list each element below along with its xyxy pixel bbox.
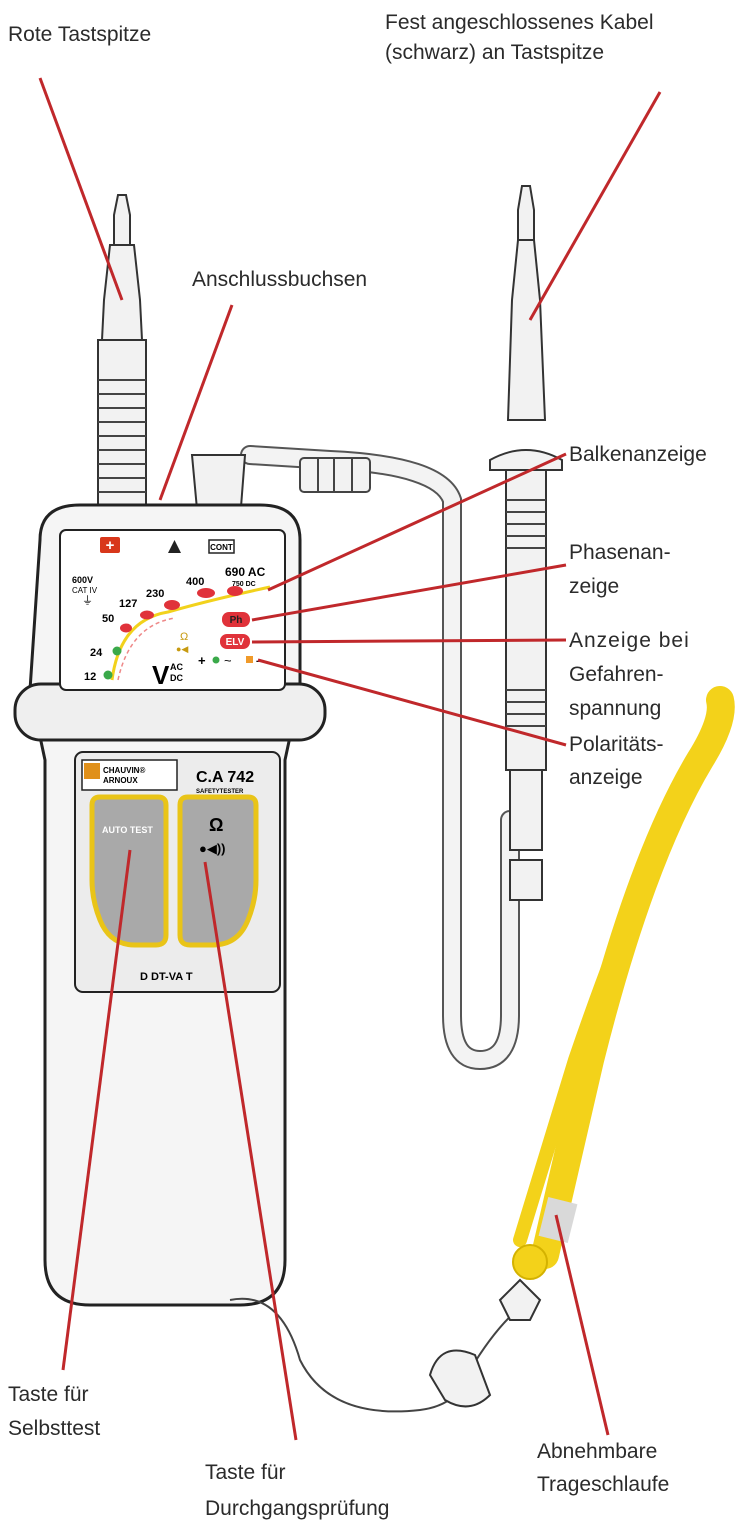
standard-label: D DT-VA T bbox=[140, 971, 193, 983]
leader-phase bbox=[251, 563, 567, 622]
auto-test-button[interactable] bbox=[89, 794, 169, 948]
buzzer-icon: ●◀)) bbox=[199, 841, 226, 856]
label-cable-line-1: Fest angeschlossenes Kabel bbox=[385, 11, 654, 34]
cont-label: CONT bbox=[210, 543, 233, 552]
v-symbol: V bbox=[152, 660, 170, 690]
label-strap-line-2: Trageschlaufe bbox=[537, 1473, 670, 1496]
led-690v bbox=[227, 586, 243, 596]
label-continuity-line-1: Taste für bbox=[205, 1461, 286, 1484]
label-polarity-line-1: Polaritäts- bbox=[569, 733, 664, 756]
voltage-label-24: 24 bbox=[90, 647, 103, 659]
voltage-label-127: 127 bbox=[119, 598, 137, 610]
brand-line-2: ARNOUX bbox=[103, 776, 138, 785]
leader-cable bbox=[528, 91, 662, 321]
red-probe-tip bbox=[97, 194, 147, 521]
ohm-icon: Ω bbox=[209, 815, 223, 835]
voltage-label-50: 50 bbox=[102, 613, 114, 625]
voltage-label-400: 400 bbox=[186, 576, 204, 588]
lanyard-cord bbox=[229, 1297, 471, 1413]
strap-bead bbox=[512, 1244, 548, 1280]
polarity-ac-icon: ~ bbox=[224, 653, 232, 668]
label-polarity-line-2: anzeige bbox=[569, 766, 643, 789]
label-continuity-line-2: Durchgangsprüfung bbox=[205, 1497, 390, 1520]
led-polarity-plus bbox=[212, 656, 220, 664]
led-12v bbox=[103, 670, 113, 680]
plus-icon bbox=[100, 537, 120, 553]
led-polarity-minus bbox=[246, 656, 253, 663]
label-red-probe: Rote Tastspitze bbox=[8, 23, 152, 46]
polarity-plus-icon: + bbox=[198, 653, 206, 668]
label-cable-line-2: (schwarz) an Tastspitze bbox=[385, 41, 605, 64]
label-sockets: Anschlussbuchsen bbox=[192, 268, 368, 291]
dc-label: DC bbox=[170, 673, 183, 683]
label-danger-line-2: Gefahren- bbox=[569, 663, 664, 686]
rating-voltage: 600V bbox=[72, 575, 93, 585]
model-name: C.A 742 bbox=[196, 769, 254, 786]
lanyard-clip bbox=[428, 1349, 492, 1408]
rating-category: CAT IV bbox=[72, 586, 98, 595]
svg-text:●◀: ●◀ bbox=[176, 644, 188, 654]
ac-label: AC bbox=[170, 662, 183, 672]
brand-line-1: CHAUVIN® bbox=[103, 766, 145, 775]
elv-label: ELV bbox=[226, 637, 245, 648]
elv-led bbox=[220, 634, 250, 649]
model-subtitle: SAFETYTESTER bbox=[196, 789, 244, 795]
cable-connector bbox=[299, 457, 371, 493]
label-danger-line-3: spannung bbox=[569, 697, 662, 720]
continuity-mini-icon: Ω bbox=[180, 631, 188, 643]
led-230v bbox=[164, 600, 180, 610]
voltage-label-750dc: 750 DC bbox=[232, 581, 256, 588]
leader-lines bbox=[38, 77, 662, 1441]
voltage-label-230: 230 bbox=[146, 588, 164, 600]
phase-led bbox=[222, 612, 250, 627]
led-24v bbox=[112, 646, 122, 656]
leader-continuity bbox=[203, 861, 298, 1441]
label-strap-line-1: Abnehmbare bbox=[537, 1440, 658, 1463]
leader-bar-display bbox=[267, 452, 567, 592]
ground-icon: ⏚ bbox=[82, 594, 93, 607]
led-127v bbox=[140, 610, 154, 620]
label-bar-display: Balkenanzeige bbox=[569, 443, 707, 466]
phase-label: Ph bbox=[230, 615, 243, 626]
auto-test-label: AUTO TEST bbox=[102, 825, 153, 835]
svg-text:+: + bbox=[106, 537, 115, 554]
led-50v bbox=[120, 623, 132, 633]
label-phase-line-2: zeige bbox=[569, 575, 620, 598]
leader-polarity bbox=[257, 658, 567, 747]
leader-danger bbox=[251, 638, 567, 644]
led-400v bbox=[197, 588, 215, 598]
voltage-label-12: 12 bbox=[84, 671, 96, 683]
continuity-button[interactable] bbox=[177, 794, 259, 948]
label-phase-line-1: Phasenan- bbox=[569, 541, 671, 564]
leader-strap bbox=[554, 1214, 610, 1436]
label-danger-line-1: Anzeige bei bbox=[569, 629, 690, 652]
leader-selftest bbox=[61, 849, 132, 1371]
lanyard-buckle bbox=[498, 1278, 542, 1321]
black-probe bbox=[489, 185, 563, 901]
label-selftest-line-2: Selbsttest bbox=[8, 1417, 101, 1440]
warning-icon bbox=[168, 540, 181, 553]
leader-sockets bbox=[158, 304, 234, 501]
label-selftest-line-1: Taste für bbox=[8, 1383, 89, 1406]
leader-red-probe bbox=[38, 77, 124, 301]
voltage-label-690ac: 690 AC bbox=[225, 565, 266, 579]
grip-band bbox=[13, 682, 327, 742]
